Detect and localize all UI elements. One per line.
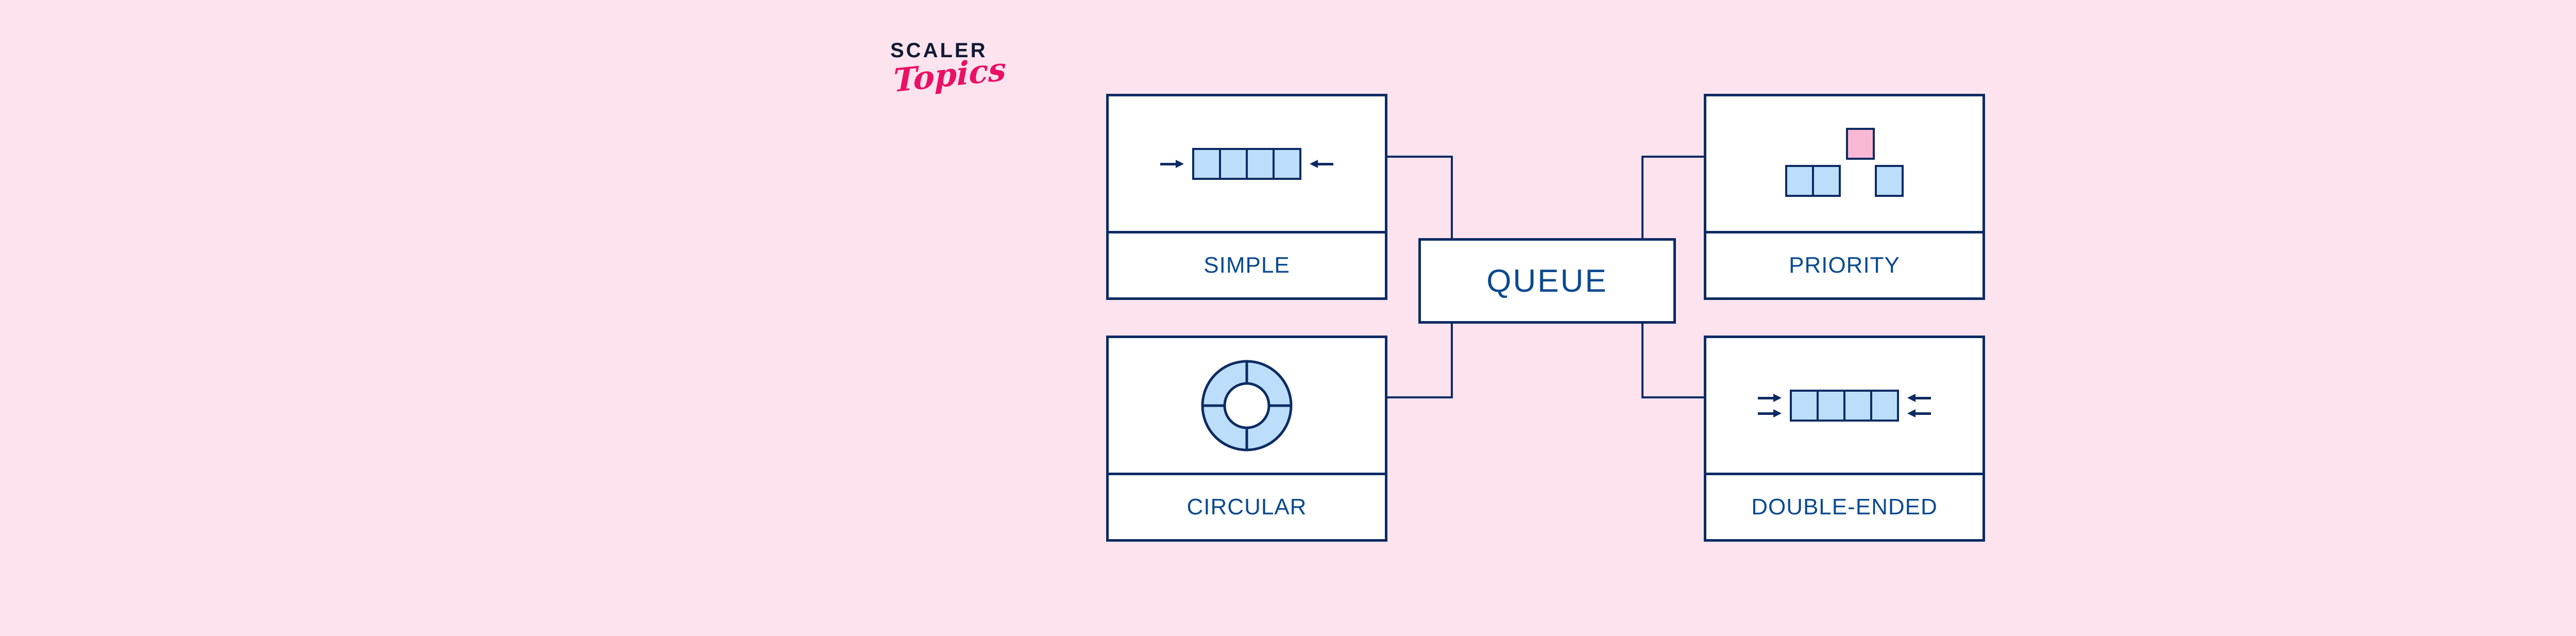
circular-ring-icon [1201,360,1293,451]
simple-cells [1192,147,1301,180]
simple-cell-row [1160,147,1333,180]
node-label-circular: CIRCULAR [1187,494,1307,520]
simple-enqueue-arrows [1160,159,1184,168]
queue-cell [1246,147,1275,180]
arrow-left-icon [1907,393,1931,402]
logo-wordmark: SCALER [890,39,988,62]
arrow-left-icon [1907,409,1931,417]
priority-queue-figure [1706,96,1982,231]
node-label-priority: PRIORITY [1789,253,1900,278]
node-card-simple[interactable]: SIMPLE [1106,94,1387,300]
node-label-simple: SIMPLE [1204,253,1290,278]
arrow-right-icon [1160,159,1184,168]
queue-cell [1192,147,1221,180]
card-divider [1109,473,1385,475]
node-card-priority[interactable]: PRIORITY [1704,94,1985,300]
connector-circular-to-queue [1386,306,1453,398]
deque-cell-row [1758,389,1931,422]
deque-left-arrows [1758,393,1782,417]
queue-cell [1219,147,1248,180]
center-node-queue[interactable]: QUEUE [1418,238,1676,324]
circular-queue-figure [1109,338,1385,473]
queue-cell [1875,164,1904,197]
node-label-double-ended: DOUBLE-ENDED [1751,494,1938,520]
arrow-right-icon [1758,393,1782,402]
queue-cell [1843,389,1872,422]
connector-simple-to-queue [1386,156,1453,256]
simple-dequeue-arrows [1310,159,1333,168]
priority-cells [1785,127,1904,200]
queue-cell [1785,164,1814,197]
connector-double-ended-to-queue [1641,306,1707,398]
queue-cell [1790,389,1819,422]
card-divider [1706,231,1982,233]
priority-highlight-cell [1846,127,1875,160]
scaler-topics-logo: SCALER Topics [890,40,1040,128]
card-divider [1109,231,1385,233]
queue-cell [1817,389,1845,422]
queue-cell [1870,389,1899,422]
arrow-right-icon [1758,409,1782,417]
arrow-left-icon [1310,159,1333,168]
node-card-circular[interactable]: CIRCULAR [1106,336,1387,542]
card-divider [1706,473,1982,475]
simple-queue-figure [1109,96,1385,231]
queue-cell [1273,147,1301,180]
connector-priority-to-queue [1641,156,1707,256]
queue-cell [1812,164,1841,197]
deque-cells [1790,389,1899,422]
deque-right-arrows [1907,393,1931,417]
center-node-label: QUEUE [1486,263,1608,299]
node-card-double-ended[interactable]: DOUBLE-ENDED [1704,336,1985,542]
double-ended-queue-figure [1706,338,1982,473]
